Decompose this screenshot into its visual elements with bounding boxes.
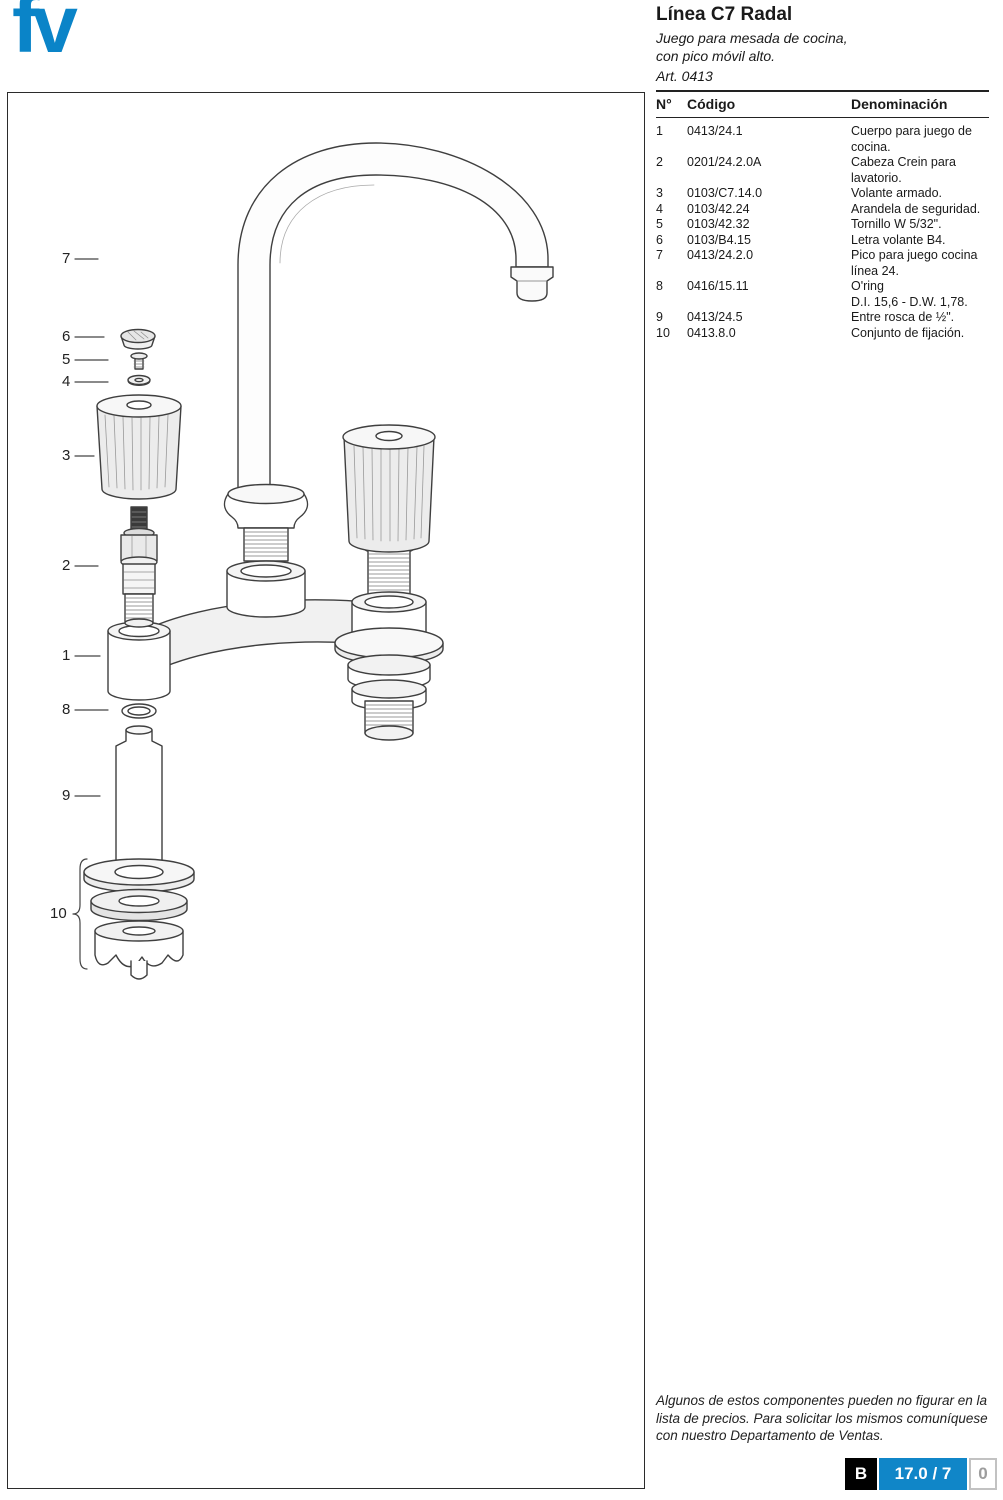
badge-page-code: 17.0 / 7 bbox=[879, 1458, 967, 1490]
part-code: 0103/42.24 bbox=[687, 201, 750, 216]
col-header-denominacion: Denominación bbox=[851, 96, 948, 112]
inlet-tube-part bbox=[115, 725, 163, 872]
exploded-diagram-box: 7 6 5 4 3 2 1 8 9 10 bbox=[7, 92, 645, 1489]
part-label-3: 3 bbox=[62, 447, 71, 464]
part-label-2: 2 bbox=[62, 557, 71, 574]
oring-part bbox=[121, 703, 157, 719]
table-row: 10 0413.8.0 Conjunto de fijación. bbox=[656, 326, 989, 342]
part-number: 4 bbox=[656, 201, 663, 216]
badge-section-letter: B bbox=[845, 1458, 877, 1490]
part-code: 0201/24.2.0A bbox=[687, 155, 762, 169]
right-handle-assembly bbox=[334, 424, 444, 741]
faucet-drawing bbox=[72, 142, 554, 980]
leader-lines bbox=[72, 258, 109, 970]
subtitle-line-2: con pico móvil alto. bbox=[656, 48, 776, 64]
table-row: 9 0413/24.5 Entre rosca de ½". bbox=[656, 310, 989, 326]
part-code: 0103/B4.15 bbox=[687, 232, 751, 247]
part-code: 0413/24.1 bbox=[687, 124, 743, 138]
table-row: 6 0103/B4.15 Letra volante B4. bbox=[656, 233, 989, 249]
page-title: Línea C7 Radal bbox=[656, 4, 793, 25]
part-label-8: 8 bbox=[62, 701, 71, 718]
part-label-10: 10 bbox=[50, 905, 67, 922]
spout-part bbox=[237, 142, 554, 492]
parts-table-header: N° Código Denominación bbox=[656, 90, 989, 118]
col-header-n: N° bbox=[656, 96, 672, 112]
part-name: Arandela de seguridad. bbox=[851, 201, 981, 216]
handle-part bbox=[96, 394, 182, 500]
part-number: 6 bbox=[656, 232, 663, 247]
part-number: 9 bbox=[656, 310, 663, 324]
table-row: 4 0103/42.24 Arandela de seguridad. bbox=[656, 202, 989, 218]
table-row: 2 0201/24.2.0A Cabeza Crein para lavator… bbox=[656, 155, 989, 186]
part-code: 0103/42.32 bbox=[687, 217, 750, 231]
part-name: O'ring D.I. 15,6 - D.W. 1,78. bbox=[851, 279, 968, 309]
part-name: Cuerpo para juego de cocina. bbox=[851, 124, 972, 154]
washer-part bbox=[127, 374, 151, 386]
part-number: 5 bbox=[656, 217, 663, 231]
table-row: 3 0103/C7.14.0 Volante armado. bbox=[656, 186, 989, 202]
part-code: 0413/24.5 bbox=[687, 310, 743, 324]
part-label-7: 7 bbox=[62, 250, 71, 267]
col-header-codigo: Código bbox=[687, 96, 736, 112]
fv-logo-text: fv bbox=[12, 0, 78, 70]
footer-note: Algunos de estos componentes pueden no f… bbox=[656, 1393, 988, 1443]
table-row: 5 0103/42.32 Tornillo W 5/32". bbox=[656, 217, 989, 233]
cartridge-part bbox=[120, 506, 158, 628]
part-name: Letra volante B4. bbox=[851, 232, 946, 247]
part-code: 0413.8.0 bbox=[687, 325, 736, 340]
part-code: 0103/C7.14.0 bbox=[687, 186, 763, 200]
part-name: Entre rosca de ½". bbox=[851, 310, 955, 324]
part-name: Pico para juego cocina línea 24. bbox=[851, 248, 978, 278]
fv-logo: fv bbox=[12, 0, 78, 66]
fixing-set-part bbox=[83, 858, 195, 980]
article-number: Art. 0413 bbox=[656, 68, 713, 84]
part-name: Cabeza Crein para lavatorio. bbox=[851, 155, 956, 185]
screw-part bbox=[130, 352, 148, 370]
part-label-9: 9 bbox=[62, 787, 71, 804]
part-name: Volante armado. bbox=[851, 186, 943, 200]
body-part bbox=[107, 599, 390, 701]
part-number: 3 bbox=[656, 186, 663, 200]
part-label-5: 5 bbox=[62, 351, 71, 368]
table-row: 1 0413/24.1 Cuerpo para juego de cocina. bbox=[656, 124, 989, 155]
part-label-6: 6 bbox=[62, 328, 71, 345]
part-number: 2 bbox=[656, 155, 663, 169]
part-name: Conjunto de fijación. bbox=[851, 325, 965, 340]
parts-table: N° Código Denominación 1 0413/24.1 Cuerp… bbox=[656, 90, 989, 341]
index-cap-part bbox=[120, 328, 156, 350]
part-number: 10 bbox=[656, 325, 670, 340]
part-number: 1 bbox=[656, 124, 663, 138]
part-10-brace bbox=[72, 858, 88, 970]
part-number: 8 bbox=[656, 279, 663, 293]
spout-base-escutcheon bbox=[223, 483, 309, 618]
part-code: 0413/24.2.0 bbox=[687, 248, 754, 262]
part-name: Tornillo W 5/32". bbox=[851, 217, 942, 231]
part-label-4: 4 bbox=[62, 373, 71, 390]
header-block: Línea C7 Radal Juego para mesada de coci… bbox=[656, 4, 996, 84]
badge-revision: 0 bbox=[969, 1458, 997, 1490]
subtitle-line-1: Juego para mesada de cocina, bbox=[656, 30, 848, 46]
part-label-1: 1 bbox=[62, 647, 71, 664]
page-badge: B 17.0 / 7 0 bbox=[845, 1458, 997, 1490]
table-row: 7 0413/24.2.0 Pico para juego cocina lín… bbox=[656, 248, 989, 279]
table-row: 8 0416/15.11 O'ring D.I. 15,6 - D.W. 1,7… bbox=[656, 279, 989, 310]
part-number: 7 bbox=[656, 248, 663, 262]
parts-table-body: 1 0413/24.1 Cuerpo para juego de cocina.… bbox=[656, 118, 989, 341]
part-code: 0416/15.11 bbox=[687, 279, 749, 293]
